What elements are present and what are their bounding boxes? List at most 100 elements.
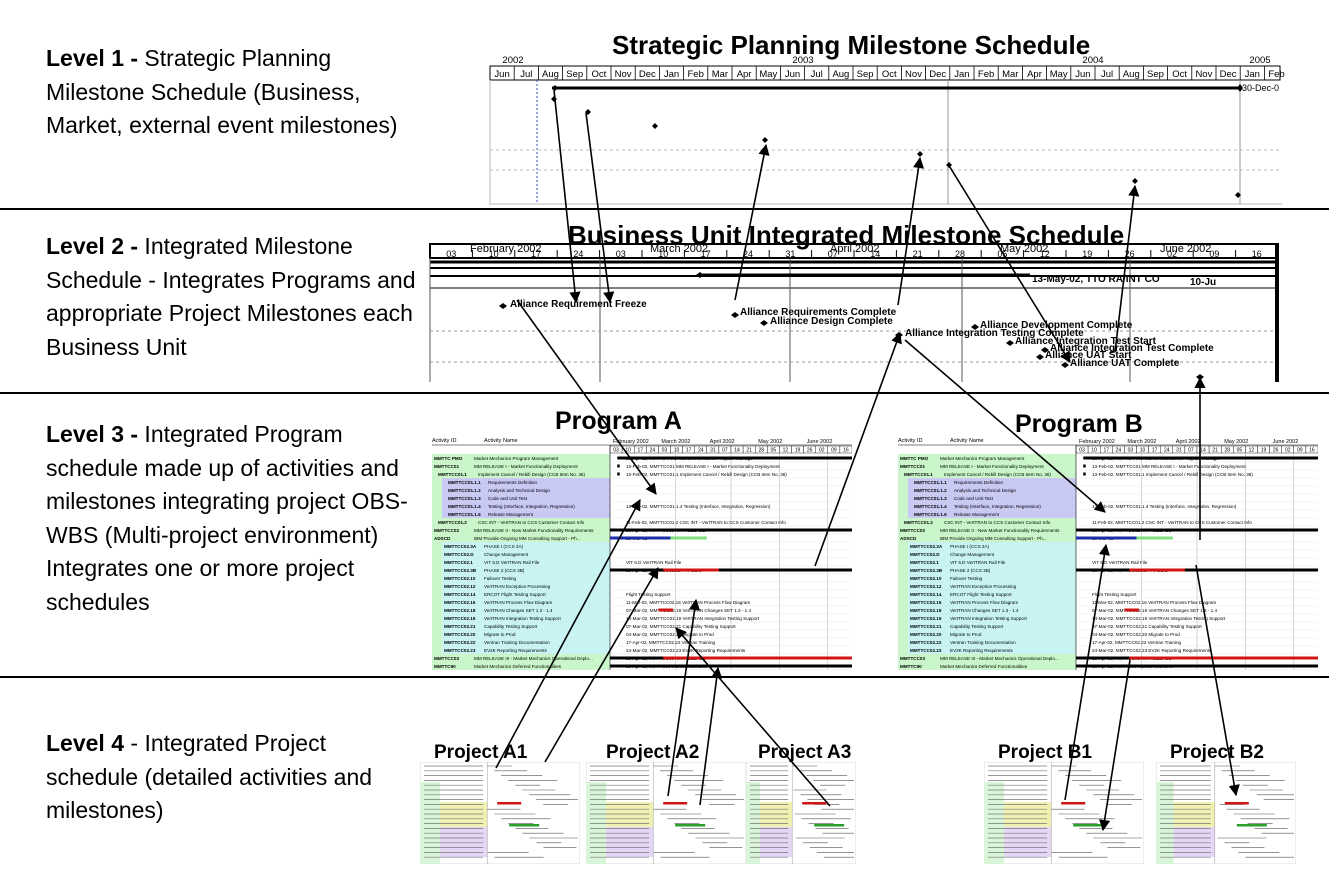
level-3-bold: Level 3 - xyxy=(46,421,139,447)
gantt-row-note: 11-Mar-02, MMTTCC02.16 VertTRAN Process … xyxy=(626,600,750,605)
gantt-week-label: 17 xyxy=(1103,448,1109,454)
level-2-week-label: 03 xyxy=(616,249,626,259)
project-b1-thumbnail xyxy=(984,762,1144,864)
project-b2-title: Project B2 xyxy=(1170,742,1264,763)
level-2-bold: Level 2 - xyxy=(46,233,139,259)
gantt-bar xyxy=(670,536,707,540)
gantt-row-name: Market Mechanics Program Management xyxy=(940,456,1025,461)
gantt-row-note: Flight Testing Support xyxy=(626,592,671,597)
gantt-bar xyxy=(663,568,719,572)
gantt-row-id: MMTTCC02.18 xyxy=(444,608,476,613)
level-1-month-label: Apr xyxy=(1027,69,1042,80)
gantt-row-name: IBM Provide Ongoing MM Consulting Suppor… xyxy=(940,536,1046,541)
level-1-month-label: Jun xyxy=(494,69,509,80)
gantt-row-id: MMTTCC02.3B xyxy=(910,568,943,573)
level-1-month-label: Mar xyxy=(1002,69,1018,80)
gantt-row-name: MM RELEASE I - Market Functionality Depl… xyxy=(474,464,578,469)
gantt-row-name: ERCOT Flight Testing Support xyxy=(950,592,1012,597)
project-a3-thumbnail xyxy=(746,762,856,864)
gantt-row-id: MMTTCC02.16 xyxy=(444,600,476,605)
gantt-row-id: MMTTC90 xyxy=(900,664,922,669)
level-1-month-label: Oct xyxy=(592,69,607,80)
gantt-week-label: 26 xyxy=(1273,448,1279,454)
gantt-row-id: MMTTCC02.12 xyxy=(910,584,942,589)
level-2-month-label: March 2002 xyxy=(650,243,708,255)
gantt-row-name: PHASE 2 (CCS 3B) xyxy=(950,568,991,573)
project-a1-title: Project A1 xyxy=(434,742,528,763)
gantt-row-name: VertTRAN Changes SET 1.3 - 1.4 xyxy=(950,608,1019,613)
level-2-month-label: February 2002 xyxy=(470,243,542,255)
gantt-week-label: 05 xyxy=(771,448,777,454)
level-1-month-label: Jan xyxy=(1245,69,1260,80)
level-1-month-label: Sep xyxy=(1147,69,1164,80)
level-4-bold: Level 4 xyxy=(46,730,124,756)
gantt-row-name: CSC INT - VertTRAN to CCS Customer Conta… xyxy=(944,520,1051,525)
gantt-week-label: 02 xyxy=(819,448,825,454)
gantt-row-id: MMTTCC02.20 xyxy=(444,632,476,637)
level-1-month-label: Nov xyxy=(905,69,922,80)
gantt-row-name: VertTRAN Changes SET 1.3 - 1.4 xyxy=(484,608,553,613)
gantt-row-name: Code and Unit Test xyxy=(488,496,528,501)
gantt-row-note: 07-Mar-02, MMTTCC02.21 Capability Testin… xyxy=(1092,624,1202,629)
level-2-label-10ju: 10-Ju xyxy=(1190,277,1216,288)
gantt-row-id: MMTTCC02.10 xyxy=(910,576,942,581)
gantt-row-note: 24-Mar-02, MMTTCC02.23 EV2K Reporting Re… xyxy=(1092,648,1212,653)
gantt-row-note: 07-Mar-02, MMTTCC02.18 VertTRAN Changes … xyxy=(1092,608,1217,613)
gantt-row-note: 04-Mar-02, MMTTCC02.20 Migrate to Prod xyxy=(1092,632,1180,637)
gantt-row-id: MMTTCC01 xyxy=(900,464,925,469)
gantt-row-name: Release Management xyxy=(954,512,1000,517)
gantt-row-note: 17-Apr-02, MMTTCC02.22 Ventran Training xyxy=(626,640,716,645)
gantt-row-name: Migrate to Prod xyxy=(484,632,516,637)
gantt-bar xyxy=(1083,456,1318,460)
gantt-bar xyxy=(610,528,852,532)
level-1-month-label: Nov xyxy=(1195,69,1212,80)
gantt-week-label: 12 xyxy=(1249,448,1255,454)
level-1-year-label: 2002 xyxy=(502,55,523,66)
gantt-row-id: MMTTCC01.1.3 xyxy=(914,496,947,501)
level-1-month-label: Jan xyxy=(664,69,679,80)
gantt-row-id: MMTTCC01.1.4 xyxy=(448,504,481,509)
level-1-month-label: Jun xyxy=(785,69,800,80)
level-2-week-label: 07 xyxy=(828,249,838,259)
gantt-row-note: 13-Feb-02, MMTTCC01 MM RELEASE I - Marke… xyxy=(626,464,780,469)
gantt-bar xyxy=(1083,464,1086,468)
gantt-month-label: February 2002 xyxy=(613,439,649,445)
gantt-row-name: MM RELEASE I - Market Functionality Depl… xyxy=(940,464,1044,469)
gantt-row-note: 13-Feb-02, MMTTCC01.1.4 Testing (Interfa… xyxy=(626,504,771,509)
gantt-week-label: 07 xyxy=(1188,448,1194,454)
gantt-row-name: Requirements Definition xyxy=(954,480,1003,485)
gantt-row-name: Capability Testing Support xyxy=(950,624,1004,629)
gantt-month-label: May 2002 xyxy=(1224,439,1248,445)
gantt-week-label: 03 xyxy=(1079,448,1085,454)
level-2-label-rainit: 13-May-02, TTO RA/INT CO xyxy=(1032,274,1160,285)
gantt-week-label: 24 xyxy=(698,448,704,454)
gantt-row-name: MM RELEASE II - New Market Functionality… xyxy=(940,528,1060,533)
gantt-col-activity-name: Activity Name xyxy=(484,438,518,444)
gantt-row-id: MMTTCC02.10 xyxy=(444,576,476,581)
gantt-row-name: VertTRAN Process Flow Diagram xyxy=(484,600,552,605)
level-1-text: Strategic Planning Milestone Schedule (B… xyxy=(46,45,398,138)
gantt-row-id: MMTTCC02.1 xyxy=(444,560,473,565)
gantt-week-label: 14 xyxy=(1200,448,1206,454)
gantt-week-label: 12 xyxy=(783,448,789,454)
level-1-month-label: Feb xyxy=(688,69,704,80)
gantt-bar xyxy=(1076,536,1137,540)
gantt-row-name: Release Management xyxy=(488,512,534,517)
level-1-month-label: Dec xyxy=(1220,69,1237,80)
gantt-row-note: 13-Feb-02, MMTTCC01 MM RELEASE I - Marke… xyxy=(1092,464,1246,469)
gantt-week-label: 28 xyxy=(758,448,764,454)
gantt-row-name: MM RELEASE III - Market Mechanics Operat… xyxy=(474,656,593,661)
gantt-row-id: MMTTCC02.23 xyxy=(444,648,476,653)
gantt-bar xyxy=(610,664,852,668)
gantt-bar xyxy=(617,456,852,460)
level-2-week-label: 16 xyxy=(1252,249,1262,259)
gantt-row-id: MMTTCC02.12 xyxy=(444,584,476,589)
gantt-week-label: 21 xyxy=(746,448,752,454)
gantt-row-note: 07-Mar-02, MMTTCC02.18 VertTRAN Changes … xyxy=(626,608,751,613)
level-2-text: Integrated Milestone Schedule - Integrat… xyxy=(46,233,416,360)
gantt-week-label: 17 xyxy=(1152,448,1158,454)
gantt-row-note: 13-Feb-02, MMTTCC01.1 Implement Cancel /… xyxy=(626,472,787,477)
gantt-row-name: Failover Testing xyxy=(484,576,517,581)
